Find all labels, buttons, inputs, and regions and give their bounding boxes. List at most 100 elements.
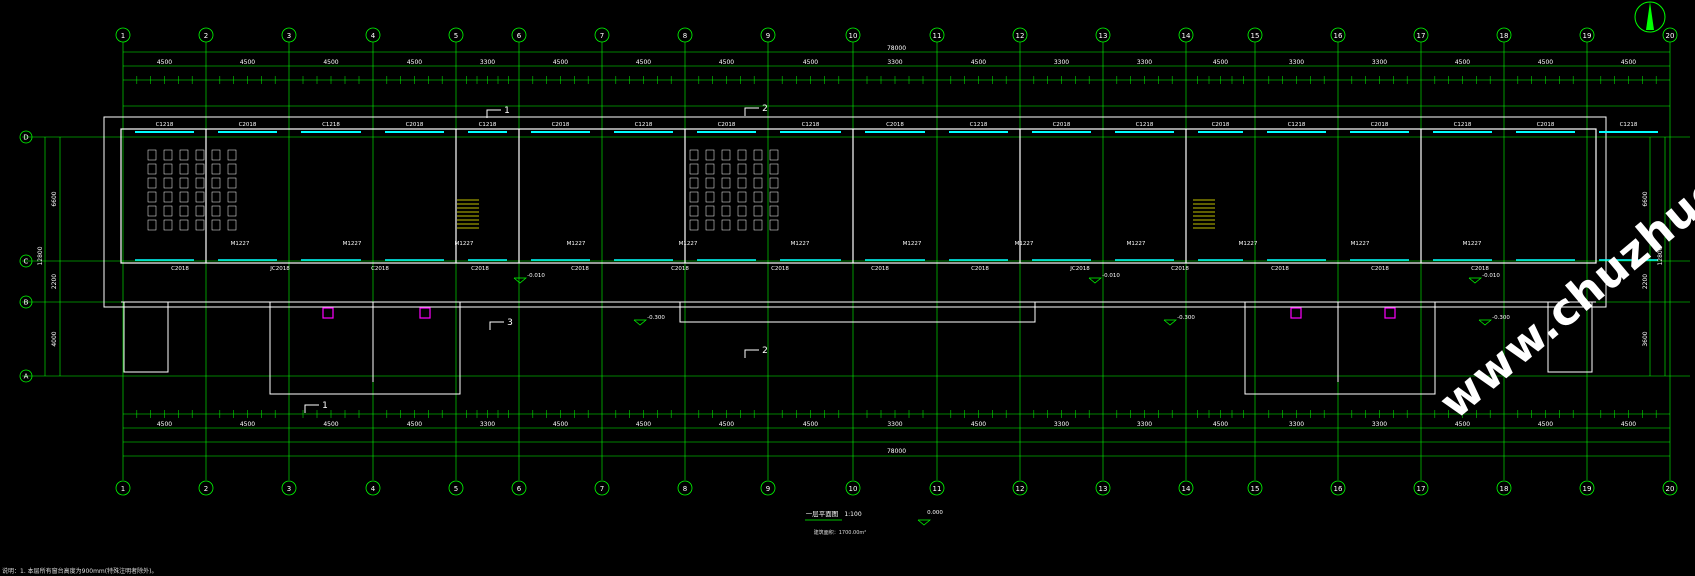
axis-bubble-top bbox=[115, 27, 131, 43]
axis-label-top: 9 bbox=[766, 32, 770, 40]
axis-bubble-bottom bbox=[365, 480, 381, 496]
axis-label-top: 15 bbox=[1251, 32, 1260, 40]
drawing-note: 说明：1. 本层所有窗台高度为900mm(特殊注明者除外)。 bbox=[2, 568, 158, 575]
bay-dimension-top: 3300 bbox=[1289, 59, 1304, 66]
drawing-scale: 1:100 bbox=[844, 511, 861, 518]
axis-bubble-bottom bbox=[511, 480, 527, 496]
desk bbox=[211, 205, 221, 217]
right-dimension: 6600 bbox=[1642, 191, 1649, 206]
axis-label-top: 10 bbox=[849, 32, 858, 40]
desk bbox=[227, 177, 237, 189]
bay-dimension-top: 3300 bbox=[887, 59, 902, 66]
axis-label-bottom: 20 bbox=[1666, 485, 1675, 493]
window-label: C2018 bbox=[1212, 122, 1230, 128]
desk bbox=[179, 191, 189, 203]
axis-bubble-top bbox=[365, 27, 381, 43]
axis-bubble-bottom bbox=[594, 480, 610, 496]
axis-bubble-top bbox=[1178, 27, 1194, 43]
desk bbox=[769, 163, 779, 175]
section-label: 3 bbox=[507, 318, 513, 328]
sanitary-fixture bbox=[1290, 307, 1302, 319]
desk bbox=[211, 149, 221, 161]
section-cut bbox=[744, 107, 759, 116]
elevation-label: -0.010 bbox=[1102, 273, 1120, 279]
window-label: C1218 bbox=[802, 122, 820, 128]
axis-bubble bbox=[19, 369, 33, 383]
desk bbox=[721, 149, 731, 161]
bay-dimension-bottom: 4500 bbox=[971, 421, 986, 428]
axis-label-top: 7 bbox=[600, 32, 604, 40]
bay-dimension-bottom: 3300 bbox=[1054, 421, 1069, 428]
axis-bubble-top bbox=[281, 27, 297, 43]
bay-dimension-bottom: 4500 bbox=[157, 421, 172, 428]
bay-dimension-top: 4500 bbox=[803, 59, 818, 66]
window-label: C2018 bbox=[239, 122, 257, 128]
axis-bubble-top bbox=[1012, 27, 1028, 43]
axis-bubble bbox=[19, 254, 33, 268]
axis-bubble-top bbox=[677, 27, 693, 43]
bay-dimension-top: 3300 bbox=[1137, 59, 1152, 66]
axis-grid bbox=[19, 27, 1690, 526]
section-label: 1 bbox=[322, 401, 328, 411]
axis-label-top: 11 bbox=[933, 32, 942, 40]
desk bbox=[179, 177, 189, 189]
window-label: C1218 bbox=[1620, 122, 1638, 128]
axis-bubble-bottom bbox=[845, 480, 861, 496]
wall-layer bbox=[103, 107, 1658, 413]
window-label: C1218 bbox=[1454, 122, 1472, 128]
entrance-porch bbox=[679, 302, 1036, 323]
axis-label-bottom: 8 bbox=[683, 485, 687, 493]
elevation-label: -0.300 bbox=[1492, 315, 1510, 321]
door-label: M1227 bbox=[455, 241, 474, 247]
desk bbox=[147, 149, 157, 161]
desk bbox=[753, 219, 763, 231]
bay-dimension-bottom: 4500 bbox=[407, 421, 422, 428]
bay-dimension-top: 4500 bbox=[1538, 59, 1553, 66]
axis-label-bottom: 2 bbox=[204, 485, 208, 493]
desk bbox=[737, 163, 747, 175]
left-total: 12800 bbox=[37, 246, 44, 265]
desk bbox=[147, 219, 157, 231]
axis-bubble-top bbox=[1662, 27, 1678, 43]
desk bbox=[753, 205, 763, 217]
axis-bubble-top bbox=[1330, 27, 1346, 43]
desk bbox=[211, 163, 221, 175]
desk bbox=[195, 177, 205, 189]
elevation-mark bbox=[1088, 277, 1102, 284]
axis-label-row: A bbox=[24, 373, 29, 381]
bay-dimension-top: 3300 bbox=[1372, 59, 1387, 66]
desk bbox=[769, 205, 779, 217]
desk bbox=[721, 191, 731, 203]
desk bbox=[705, 191, 715, 203]
desk bbox=[689, 177, 699, 189]
axis-label-top: 12 bbox=[1016, 32, 1025, 40]
axis-bubble bbox=[19, 295, 33, 309]
corridor-window-label: C2018 bbox=[571, 266, 589, 272]
bay-dimension-top: 4500 bbox=[971, 59, 986, 66]
desk bbox=[689, 163, 699, 175]
bay-dimension-bottom: 4500 bbox=[803, 421, 818, 428]
axis-label-row: C bbox=[24, 258, 29, 266]
desk bbox=[163, 163, 173, 175]
desk bbox=[147, 163, 157, 175]
desk bbox=[737, 205, 747, 217]
desk bbox=[721, 177, 731, 189]
desk bbox=[705, 149, 715, 161]
axis-bubble-top bbox=[198, 27, 214, 43]
desk bbox=[195, 205, 205, 217]
toilet-block-left bbox=[269, 301, 461, 395]
axis-label-bottom: 14 bbox=[1182, 485, 1191, 493]
corridor-window-label: C2018 bbox=[471, 266, 489, 272]
bay-dimension-bottom: 4500 bbox=[1455, 421, 1470, 428]
desk bbox=[195, 219, 205, 231]
door-label: M1227 bbox=[1127, 241, 1146, 247]
axis-label-top: 4 bbox=[371, 32, 376, 40]
axis-label-row: D bbox=[23, 134, 28, 142]
total-length-bottom: 78000 bbox=[887, 448, 906, 455]
elevation-mark bbox=[1478, 319, 1492, 326]
axis-label-row: B bbox=[24, 299, 29, 307]
drawing-subtitle: 建筑面积：1700.00m² bbox=[814, 529, 867, 536]
elevation-label: -0.010 bbox=[527, 273, 545, 279]
desk bbox=[705, 177, 715, 189]
axis-bubble-top bbox=[594, 27, 610, 43]
